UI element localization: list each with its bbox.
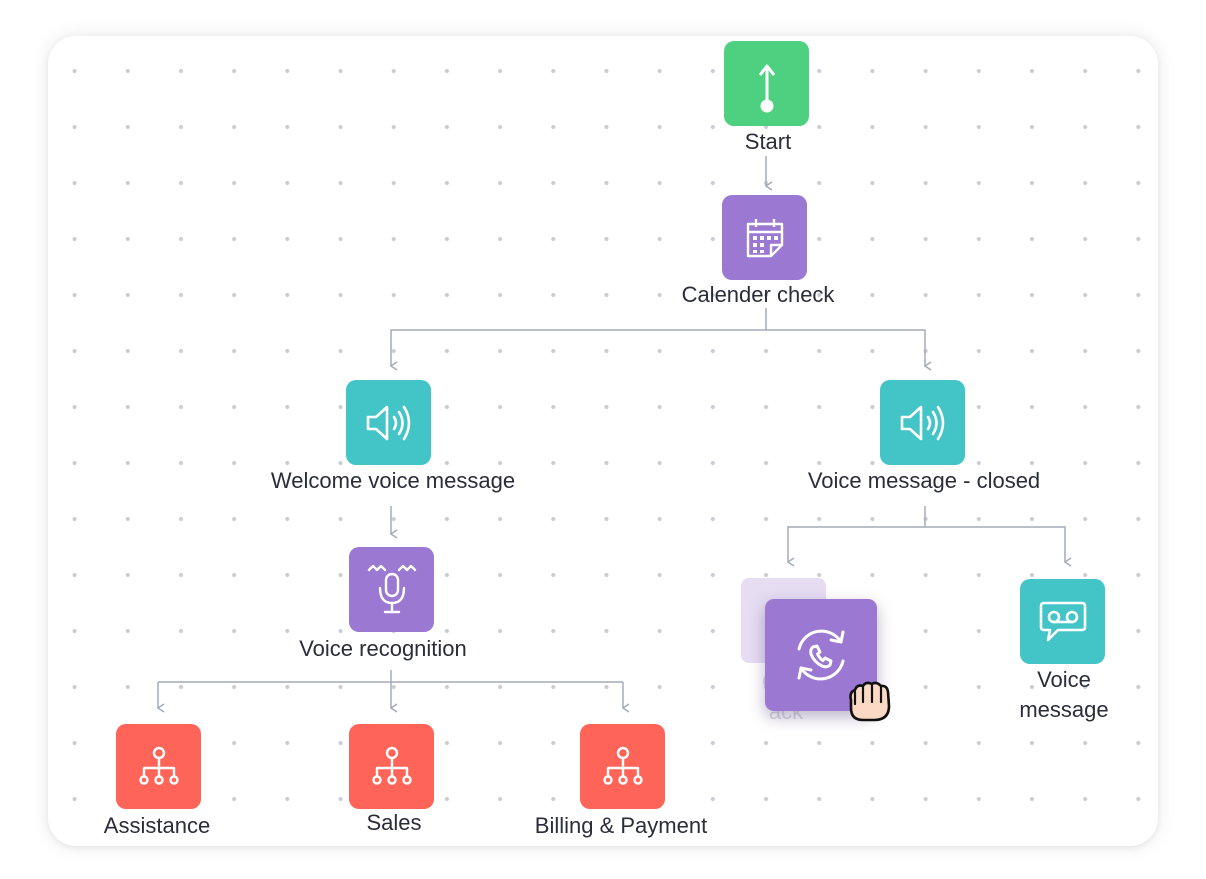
voice-recognition-label: Voice recognition — [299, 636, 467, 661]
connectors — [156, 156, 1072, 713]
sales-label: Sales — [366, 810, 422, 835]
welcome-voice-node[interactable] — [346, 380, 431, 465]
voicemail-icon — [1039, 601, 1086, 641]
flow-canvas[interactable]: Start Calender check — [48, 36, 1158, 846]
start-label: Start — [744, 129, 792, 154]
edge-calendar-split — [389, 308, 767, 371]
speaker-icon — [366, 405, 410, 440]
start-node[interactable] — [724, 41, 809, 126]
grab-hand-cursor-icon — [849, 681, 891, 722]
edge-closed-voicemail — [925, 526, 1072, 567]
voice-recognition-node[interactable] — [349, 547, 434, 632]
voice-closed-node[interactable] — [880, 380, 965, 465]
sales-node[interactable] — [349, 724, 434, 809]
voice-closed-label: Voice message - closed — [807, 468, 1041, 493]
voicemail-label-2: message — [1019, 697, 1109, 722]
hierarchy-icon — [138, 746, 179, 785]
calendar-icon — [746, 218, 783, 257]
calendar-check-node[interactable] — [722, 195, 807, 280]
assistance-node[interactable] — [116, 724, 201, 809]
billing-node[interactable] — [580, 724, 665, 809]
edge-calendar-closed — [766, 329, 932, 371]
voicemail-node[interactable] — [1020, 579, 1105, 664]
billing-label: Billing & Payment — [534, 813, 708, 838]
assistance-label: Assistance — [103, 813, 211, 838]
voicemail-label-1: Voice — [1037, 667, 1091, 692]
hierarchy-icon — [371, 746, 412, 785]
speaker-icon — [900, 405, 944, 440]
edge-closed-split — [786, 506, 926, 567]
phone-refresh-icon — [797, 629, 845, 681]
start-arrow-icon — [758, 64, 775, 112]
calendar-check-label: Calender check — [681, 282, 835, 307]
microphone-wave-icon — [367, 564, 416, 613]
welcome-voice-label: Welcome voice message — [270, 468, 516, 493]
hierarchy-icon — [602, 746, 643, 785]
